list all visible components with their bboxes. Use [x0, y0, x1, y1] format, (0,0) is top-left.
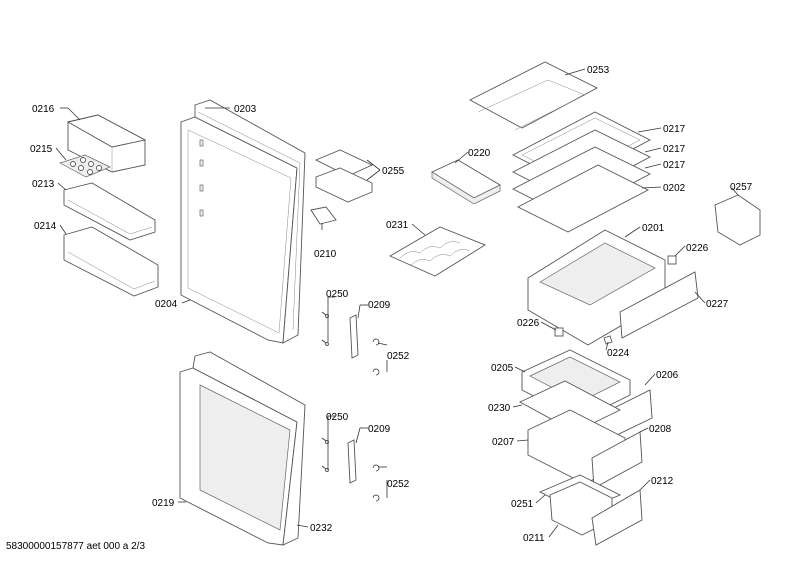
callout-0212: 0212 [651, 476, 674, 487]
callout-0217-b: 0217 [663, 144, 686, 155]
leader-lines [55, 68, 739, 538]
drawer-front-0212[interactable] [591, 489, 643, 546]
callout-0226-a: 0226 [686, 243, 709, 254]
callout-0227: 0227 [706, 299, 729, 310]
callout-0224: 0224 [607, 348, 630, 359]
door-shelf-0214[interactable] [63, 226, 159, 297]
door-handle-0209-lower[interactable] [347, 439, 357, 484]
hinge-screws-0250-upper[interactable] [321, 311, 329, 346]
callout-0255: 0255 [382, 166, 405, 177]
callout-0230: 0230 [488, 403, 511, 414]
clip-0226-a[interactable] [667, 255, 677, 265]
callout-0257: 0257 [730, 182, 753, 193]
callout-0207: 0207 [492, 437, 515, 448]
callout-0251: 0251 [511, 499, 534, 510]
callout-0253: 0253 [587, 65, 610, 76]
drawing-reference-footer: 58300000157877 aet 000 a 2/3 [6, 541, 146, 552]
egg-tray-0215[interactable] [59, 154, 111, 178]
callout-0217-a: 0217 [663, 124, 686, 135]
callout-0209-lower: 0209 [368, 424, 391, 435]
upper-door-0203[interactable] [194, 99, 306, 344]
callout-0204: 0204 [155, 299, 178, 310]
callout-0219: 0219 [152, 498, 175, 509]
clip-0224[interactable] [603, 335, 613, 345]
callout-0203: 0203 [234, 104, 257, 115]
callout-0213: 0213 [32, 179, 55, 190]
callout-0252-upper: 0252 [387, 351, 410, 362]
callout-0206: 0206 [656, 370, 679, 381]
bottle-rack-0231[interactable] [389, 226, 486, 277]
callout-0215: 0215 [30, 144, 53, 155]
callout-0214: 0214 [34, 221, 57, 232]
label-plate-0210[interactable] [310, 206, 337, 225]
callout-0202: 0202 [663, 183, 686, 194]
callout-0226-b: 0226 [517, 318, 540, 329]
clip-0226-b[interactable] [554, 327, 564, 337]
crisper-drawer-0201[interactable] [527, 229, 666, 346]
callout-0216: 0216 [32, 104, 55, 115]
hinge-cover-0252-upper[interactable] [372, 338, 380, 376]
callout-0201: 0201 [642, 223, 665, 234]
callout-0250-lower: 0250 [326, 412, 349, 423]
door-shelf-0213[interactable] [63, 182, 156, 241]
drawer-front-0227[interactable] [619, 271, 699, 339]
callout-0211: 0211 [523, 533, 545, 544]
small-box-0255[interactable] [314, 149, 374, 203]
callout-0217-c: 0217 [663, 160, 686, 171]
callout-0208: 0208 [649, 424, 672, 435]
container-0257[interactable] [714, 194, 761, 246]
hinge-cover-0252-lower[interactable] [372, 464, 380, 502]
callout-0231: 0231 [386, 220, 409, 231]
callout-0209-upper: 0209 [368, 300, 391, 311]
callout-0252-lower: 0252 [387, 479, 410, 490]
lower-door-0232[interactable] [192, 351, 306, 546]
door-handle-0209-upper[interactable] [349, 314, 359, 359]
callout-0210: 0210 [314, 249, 337, 260]
glass-plate-0202[interactable] [517, 164, 649, 233]
callout-0220: 0220 [468, 148, 491, 159]
callout-0232: 0232 [310, 523, 333, 534]
callout-labels: 0216 0215 0213 0214 0203 0204 0210 0255 … [30, 65, 753, 544]
drawer-front-0208[interactable] [591, 431, 643, 489]
callout-0250-upper: 0250 [326, 289, 349, 300]
hinge-screws-0250-lower[interactable] [321, 437, 329, 472]
glass-shelf-0253[interactable] [469, 61, 598, 131]
ice-cube-tray-0220[interactable] [431, 159, 501, 205]
callout-0205: 0205 [491, 363, 514, 374]
